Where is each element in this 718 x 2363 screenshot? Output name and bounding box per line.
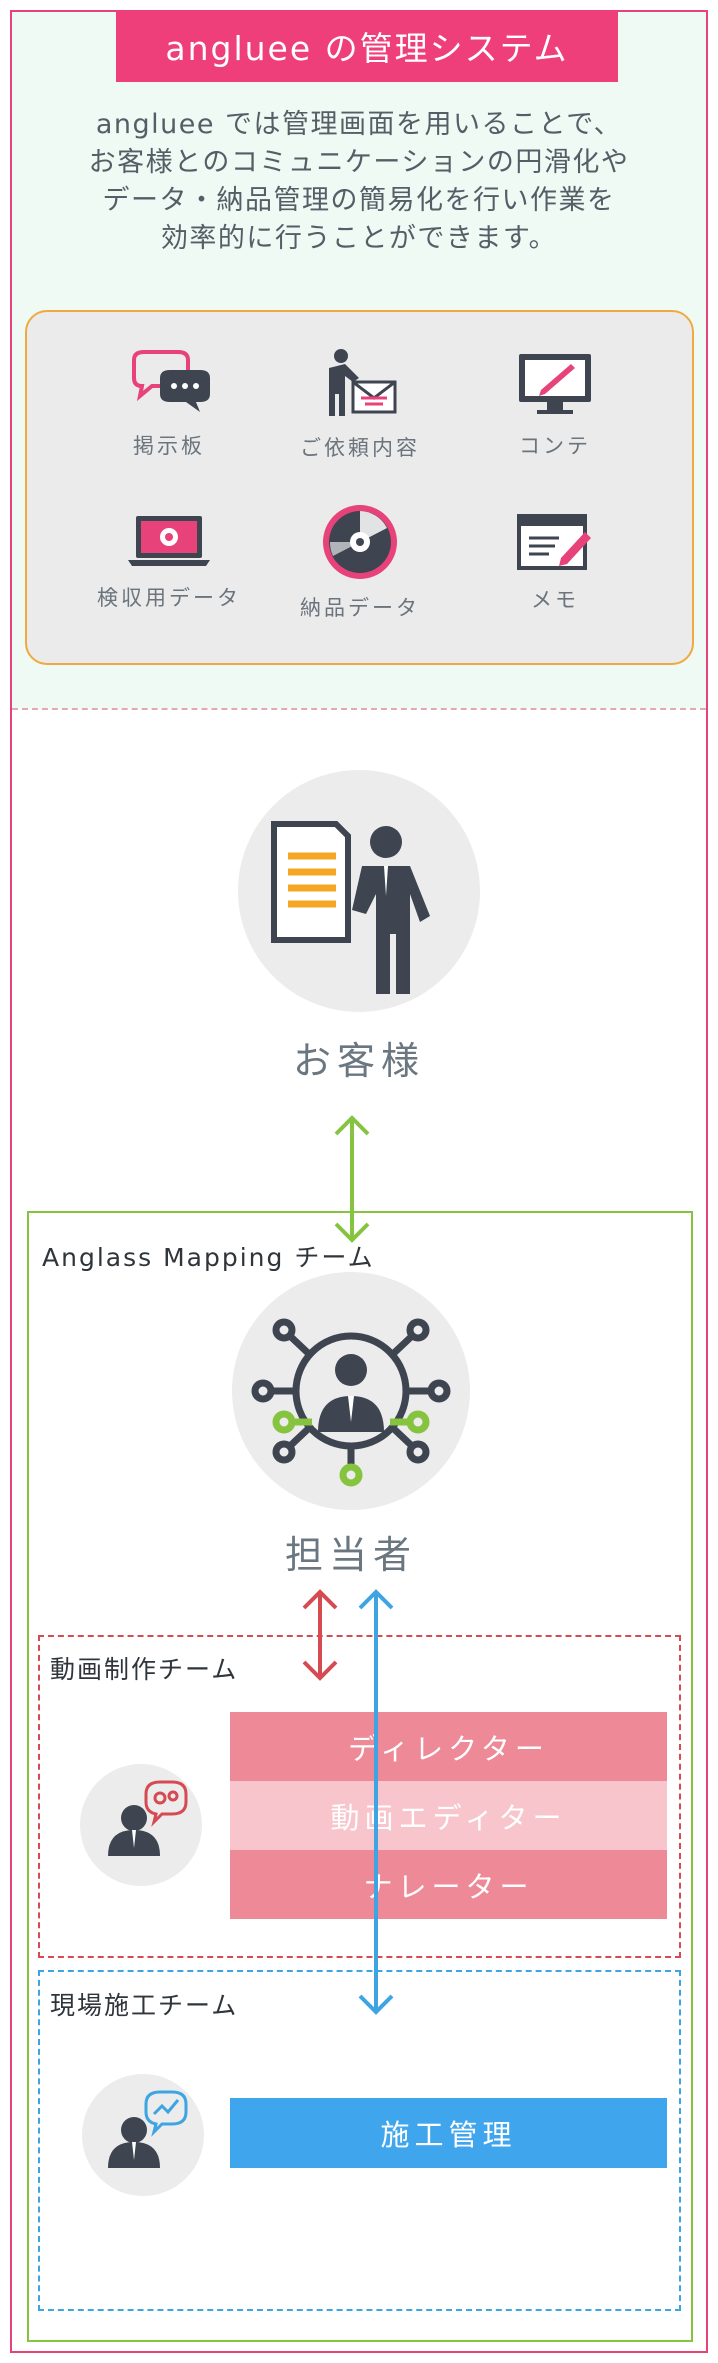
feature-label: メモ (531, 588, 579, 612)
feature-delivery-data[interactable]: 納品データ (260, 502, 460, 622)
person-gears-icon (108, 1780, 188, 1856)
feature-label: 掲示板 (133, 434, 205, 458)
feature-label: 納品データ (300, 596, 420, 620)
site-team-box (38, 1970, 681, 2311)
feature-label: コンテ (519, 434, 591, 458)
feature-label: 検収用データ (97, 586, 241, 610)
page-title: angluee の管理システム (116, 10, 618, 82)
feature-label: ご依頼内容 (300, 436, 420, 460)
manager-label: 担当者 (284, 1533, 417, 1577)
disc-icon (323, 505, 397, 579)
role-construction-management: 施工管理 (230, 2098, 667, 2168)
customer-avatar (238, 770, 480, 1012)
site-team-label: 現場施工チーム (50, 1991, 239, 2020)
manager-site-arrow (358, 1589, 394, 2015)
feature-memo[interactable]: メモ (455, 512, 655, 614)
chat-bubbles-icon (132, 350, 210, 412)
feature-inspection-data[interactable]: 検収用データ (69, 512, 269, 612)
feature-bulletin-board[interactable]: 掲示板 (69, 350, 269, 460)
video-team-box (38, 1635, 681, 1958)
manager-video-arrow (302, 1589, 338, 1681)
video-team-label: 動画制作チーム (50, 1655, 239, 1684)
person-chart-icon (108, 2090, 188, 2168)
role-narrator: ナレーター (230, 1850, 667, 1919)
manager-avatar (232, 1272, 470, 1510)
monitor-pen-icon (519, 354, 591, 414)
intro-line: お客様とのコミュニケーションの円滑化や (88, 147, 630, 178)
site-team-avatar (82, 2074, 204, 2196)
laptop-gear-icon (128, 516, 210, 566)
customer-team-arrow (334, 1115, 370, 1243)
network-person-icon (251, 1318, 451, 1487)
window-pencil-icon (517, 514, 591, 570)
feature-request-details[interactable]: ご依頼内容 (260, 346, 460, 462)
team-box (27, 1211, 693, 2342)
document-businessman-icon (271, 821, 430, 994)
intro-line: データ・納品管理の簡易化を行い作業を (102, 185, 616, 216)
feature-panel: 掲示板 ご依頼内容 コンテ 検収用データ (25, 310, 694, 665)
person-envelope-icon (329, 349, 397, 416)
team-label: Anglass Mapping チーム (42, 1243, 375, 1272)
intro-text: angluee では管理画面を用いることで、 お客様とのコミュニケーションの円滑… (40, 106, 678, 258)
section-divider (12, 708, 706, 710)
feature-storyboard[interactable]: コンテ (455, 350, 655, 460)
customer-label: お客様 (292, 1039, 425, 1083)
video-team-avatar (80, 1764, 202, 1886)
intro-line: angluee では管理画面を用いることで、 (95, 109, 623, 140)
intro-line: 効率的に行うことができます。 (160, 223, 558, 254)
role-video-editor: 動画エディター (230, 1781, 667, 1850)
role-director: ディレクター (230, 1712, 667, 1781)
